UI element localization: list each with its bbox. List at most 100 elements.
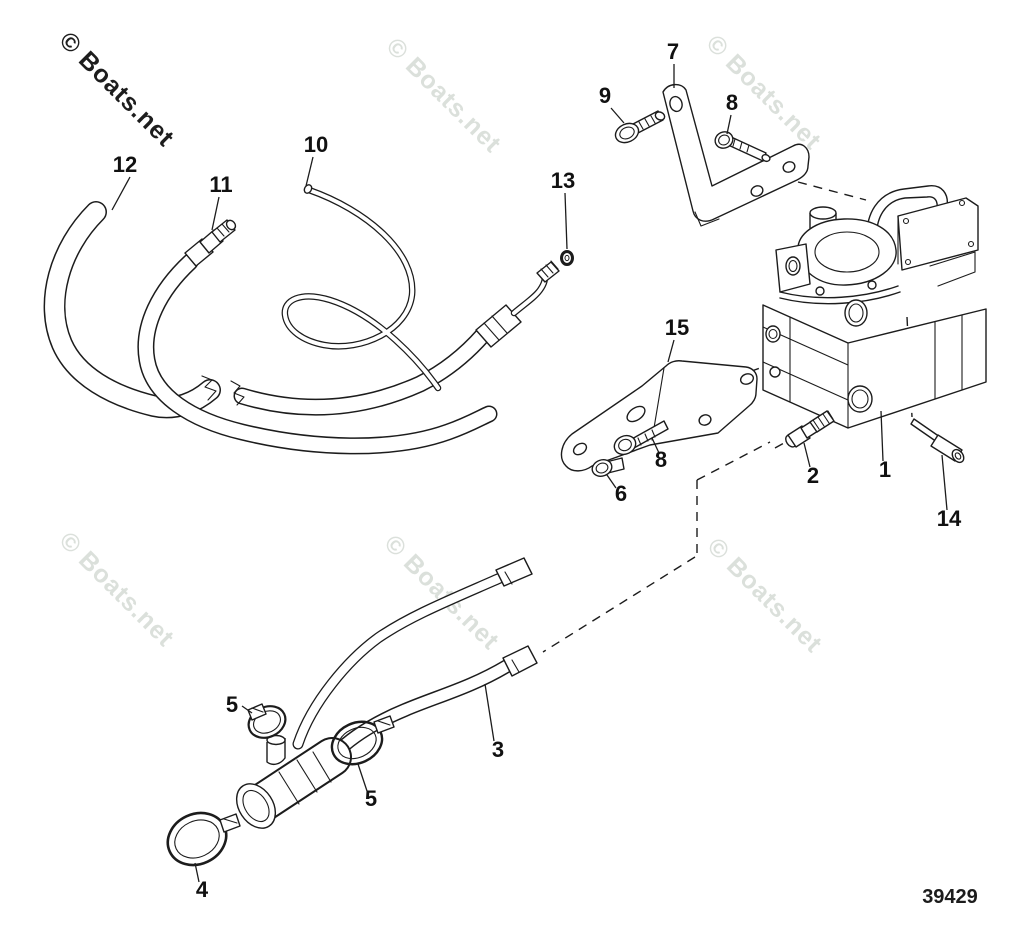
bracket-15-shape (626, 405, 646, 423)
leader-line-11-1 (211, 196, 220, 231)
hose-clamp-5-lower-shape (337, 726, 377, 760)
hose-12-shape (201, 375, 217, 401)
hose-12-end-fitting (475, 260, 560, 348)
bolt-8-lower (613, 420, 669, 456)
hose-3-assembly-shape (235, 783, 277, 829)
part-number: 39429 (922, 886, 978, 908)
leader-line-8-6 (726, 114, 732, 135)
hose-3-assembly-shape (278, 751, 332, 805)
hose-clamp-4-shape (219, 813, 241, 833)
fuel-pump-assembly-shape (897, 197, 979, 271)
assembly-guide-lines-shape (542, 556, 696, 653)
hose-12-end-fitting-shape (475, 304, 522, 348)
hose-10-shape (282, 188, 440, 390)
bracket-7 (662, 83, 810, 227)
hose-11-shape (225, 219, 237, 231)
part-label-10-2: 10 (304, 132, 328, 157)
fuel-pump-assembly-shape (779, 285, 899, 299)
bolt-14-shape (951, 448, 965, 464)
part-label-3-15: 3 (492, 737, 504, 762)
bracket-7-shape (782, 161, 796, 173)
watermarks-layer: © Boats.net© Boats.net© Boats.net© Boats… (54, 26, 828, 658)
hose-clamp-5-upper-shape (251, 707, 264, 713)
bolt-8-lower-shape (618, 438, 632, 452)
leader-line-3-15 (484, 683, 495, 742)
leader-line-5-14 (357, 763, 368, 792)
hose-clamp-4-shape (166, 811, 228, 867)
bracket-7-shape (669, 95, 683, 113)
bolt-9-shape (619, 126, 635, 140)
fuel-pump-assembly-shape (934, 314, 963, 400)
bracket-7-shape (750, 185, 764, 197)
bracket-15-shape (739, 373, 755, 385)
fuel-pump-assembly-shape (814, 231, 880, 273)
fuel-pump-assembly-shape (765, 325, 781, 343)
watermark-light-5: © Boats.net (702, 532, 828, 658)
bolt-8-upper-shape (761, 153, 771, 163)
fuel-pump-assembly-shape (762, 304, 987, 429)
fuel-pump-assembly-shape (815, 286, 825, 296)
fuel-pump-assembly-shape (851, 389, 869, 409)
fuel-pump-assembly-shape (797, 218, 897, 286)
fuel-pump-assembly-shape (788, 259, 798, 273)
hose-clamp-4 (166, 811, 241, 867)
leader-line-9-4 (610, 107, 625, 124)
hose-12-shape (235, 328, 490, 415)
bracket-7-shape (662, 83, 810, 222)
hose-12 (43, 201, 492, 419)
leader-line-1-11 (880, 410, 884, 462)
bolt-8-lower-shape (637, 429, 656, 446)
part-label-8-6: 8 (726, 90, 738, 115)
hose-3-assembly (235, 557, 538, 829)
bracket-15-shape (560, 360, 758, 472)
fuel-pump-assembly-shape (809, 206, 837, 220)
leader-line-15-7 (667, 339, 675, 363)
hose-11-shape (138, 255, 496, 453)
watermark-light-3: © Boats.net (54, 526, 180, 652)
hose-3-assembly-shape (495, 557, 533, 587)
hose-3-assembly-shape (266, 734, 286, 746)
fuel-pump-assembly-shape (768, 328, 778, 340)
part-label-5-14: 5 (365, 786, 377, 811)
hose-10 (281, 184, 442, 392)
bracket-15 (560, 360, 758, 472)
leader-line-12-0 (111, 176, 131, 211)
fuel-pump-assembly-shape (967, 240, 975, 248)
leader-line-4-16 (194, 862, 200, 883)
fuel-pump-assembly-shape (785, 256, 801, 276)
part-label-8-8: 8 (655, 447, 667, 472)
o-ring-13-shape (560, 250, 574, 266)
assembly-guide-lines-shape (696, 441, 771, 481)
bolt-9-shape (638, 115, 656, 130)
hose-clamp-5-lower (330, 715, 395, 766)
hose-10-shape (303, 184, 313, 194)
hose-clamp-5-upper (247, 703, 287, 739)
fitting-2-shape (812, 410, 834, 430)
bolt-14-shape (954, 452, 962, 460)
watermark-light-1: © Boats.net (381, 32, 507, 158)
bracket-15-shape (698, 414, 712, 426)
bolt-9-shape (654, 111, 666, 121)
fuel-pump-assembly-shape (848, 303, 864, 323)
hose-3-assembly-shape (502, 645, 538, 677)
bolt-8-upper (714, 131, 771, 163)
part-label-5-13: 5 (226, 692, 238, 717)
fitting-2-shape (809, 410, 835, 433)
part-label-4-16: 4 (196, 877, 209, 902)
hose-clamp-4-shape (174, 819, 220, 859)
bolt-9 (614, 110, 666, 144)
bolt-8-lower-shape (613, 434, 637, 456)
leader-line-13-3 (564, 192, 568, 250)
hose-3-assembly-shape (242, 789, 270, 823)
hose-12-shape (45, 202, 220, 417)
hose-clamp-5-lower-shape (377, 720, 391, 726)
leader-line-5-13 (241, 705, 253, 714)
hose-clamp-4-shape (223, 818, 238, 824)
hose-3-assembly-shape (504, 571, 513, 585)
bolt-6-shape (591, 459, 613, 477)
hose-12-end-fitting-shape (536, 261, 560, 283)
fuel-pump-assembly-shape (867, 280, 877, 290)
part-label-15-7: 15 (665, 315, 689, 340)
assembly-guide-lines-shape (797, 181, 867, 201)
